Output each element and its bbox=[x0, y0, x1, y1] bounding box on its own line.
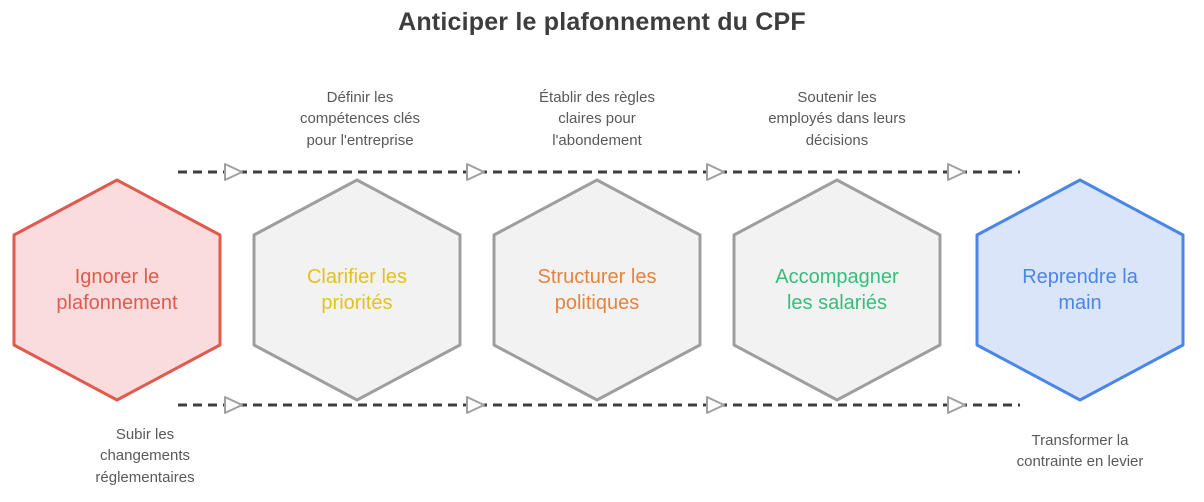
bottom-annotation-1: Subir les changements réglementaires bbox=[95, 426, 195, 486]
top-annotation-1: Définir les compétences clés pour l'entr… bbox=[299, 89, 421, 149]
hexagon-step-2 bbox=[252, 178, 462, 402]
hexagon-step-3-label: Structurer les politiques bbox=[537, 265, 657, 314]
diagram-title: Anticiper le plafonnement du CPF bbox=[398, 8, 806, 36]
arrowhead-right-icon bbox=[466, 396, 485, 414]
arrowhead-right-icon bbox=[224, 163, 243, 181]
hexagon-step-4-label: Accompagner les salariés bbox=[775, 265, 899, 314]
top-annotation-3: Soutenir les employés dans leurs décisio… bbox=[768, 89, 906, 149]
top-annotation-2: Établir des règles claires pour l'abonde… bbox=[539, 89, 655, 149]
hexagon-step-3 bbox=[492, 178, 702, 402]
arrowhead-right-icon bbox=[466, 163, 485, 181]
hexagon-step-1-label: Ignorer le plafonnement bbox=[56, 265, 178, 314]
arrowhead-right-icon bbox=[706, 163, 725, 181]
hexagon-step-5 bbox=[975, 178, 1185, 402]
hexagon-step-1 bbox=[12, 178, 222, 402]
arrowhead-right-icon bbox=[224, 396, 243, 414]
bottom-annotation-2: Transformer la contrainte en levier bbox=[1016, 432, 1144, 471]
hexagon-step-5-label: Reprendre la main bbox=[1022, 265, 1138, 314]
hexagon-step-2-label: Clarifier les priorités bbox=[306, 265, 408, 314]
arrowhead-right-icon bbox=[947, 163, 966, 181]
arrowhead-right-icon bbox=[706, 396, 725, 414]
arrowhead-right-icon bbox=[947, 396, 966, 414]
hexagon-step-4 bbox=[732, 178, 942, 402]
